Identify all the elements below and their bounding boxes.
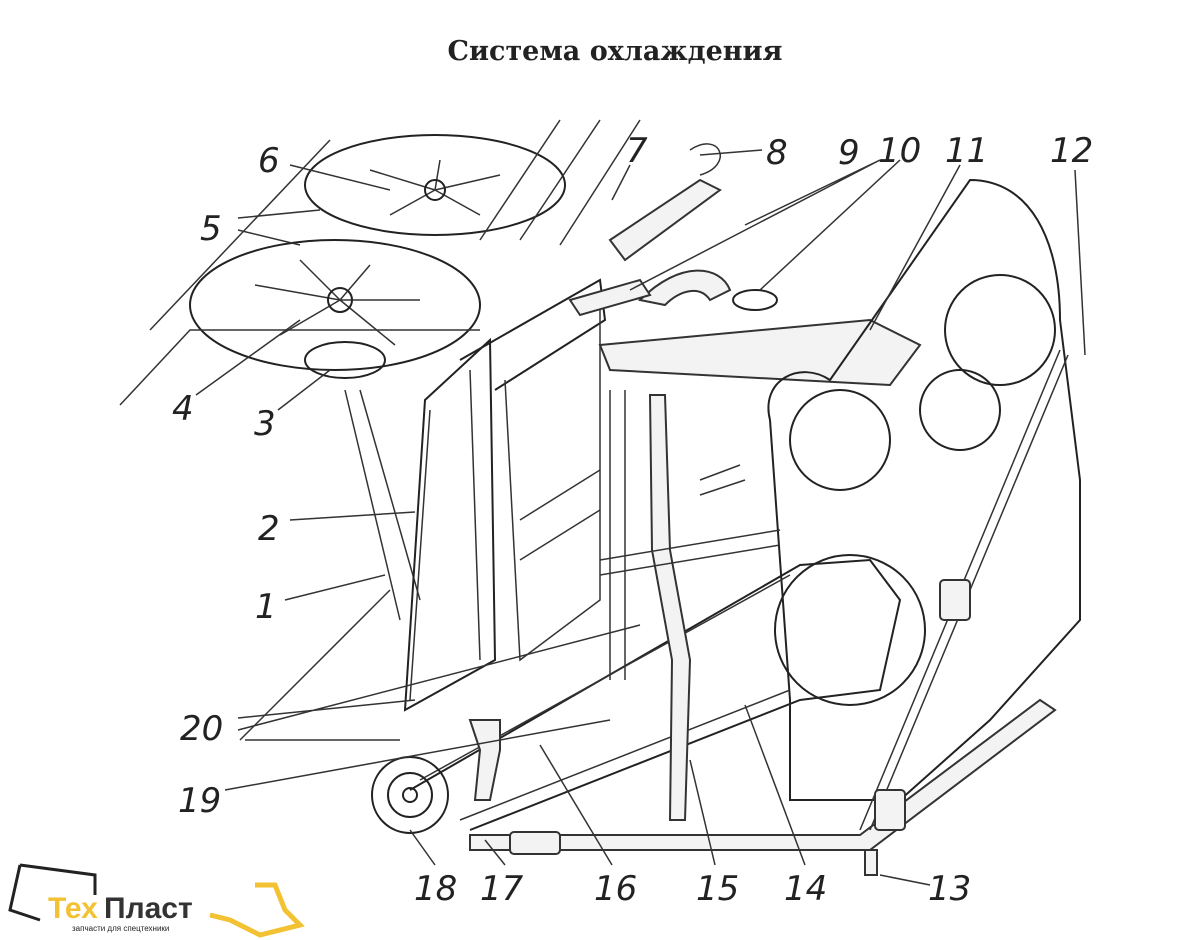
- callout-15: 15: [696, 869, 739, 909]
- techplast-logo: Тех Пласт запчасти для спецтехники: [8, 863, 305, 938]
- radiator: [403, 278, 607, 712]
- callout-6: 6: [258, 141, 280, 181]
- callout-2: 2: [258, 509, 280, 549]
- logo-part1: Тех: [48, 892, 98, 925]
- fan-lower: [189, 239, 481, 379]
- callout-16: 16: [594, 869, 637, 909]
- callout-18: 18: [414, 869, 457, 909]
- callout-8: 8: [766, 133, 788, 173]
- callout-4: 4: [172, 389, 194, 429]
- callout-11: 11: [945, 131, 988, 171]
- callout-13: 13: [928, 869, 971, 909]
- logo-tagline: запчасти для спецтехники: [72, 924, 169, 933]
- engine-block: [767, 178, 1081, 801]
- drive-belt: [371, 558, 902, 834]
- callout-3: 3: [254, 404, 276, 444]
- fan-upper: [304, 134, 566, 236]
- callout-10: 10: [878, 131, 921, 171]
- callout-5: 5: [200, 209, 222, 249]
- callout-20: 20: [180, 709, 223, 749]
- callout-1: 1: [255, 587, 277, 627]
- callout-12: 12: [1050, 131, 1093, 171]
- leader-lines: [195, 149, 1086, 886]
- callout-7: 7: [626, 131, 648, 171]
- expansion-tank: [568, 143, 922, 387]
- logo-part2: Пласт: [104, 892, 193, 925]
- callout-17: 17: [480, 869, 524, 909]
- callout-14: 14: [784, 869, 827, 909]
- hoses: [468, 349, 1069, 876]
- callout-19: 19: [178, 781, 221, 821]
- callout-9: 9: [838, 133, 860, 173]
- diagram-title: Система охлаждения: [447, 36, 783, 67]
- frame-lines: [119, 119, 641, 741]
